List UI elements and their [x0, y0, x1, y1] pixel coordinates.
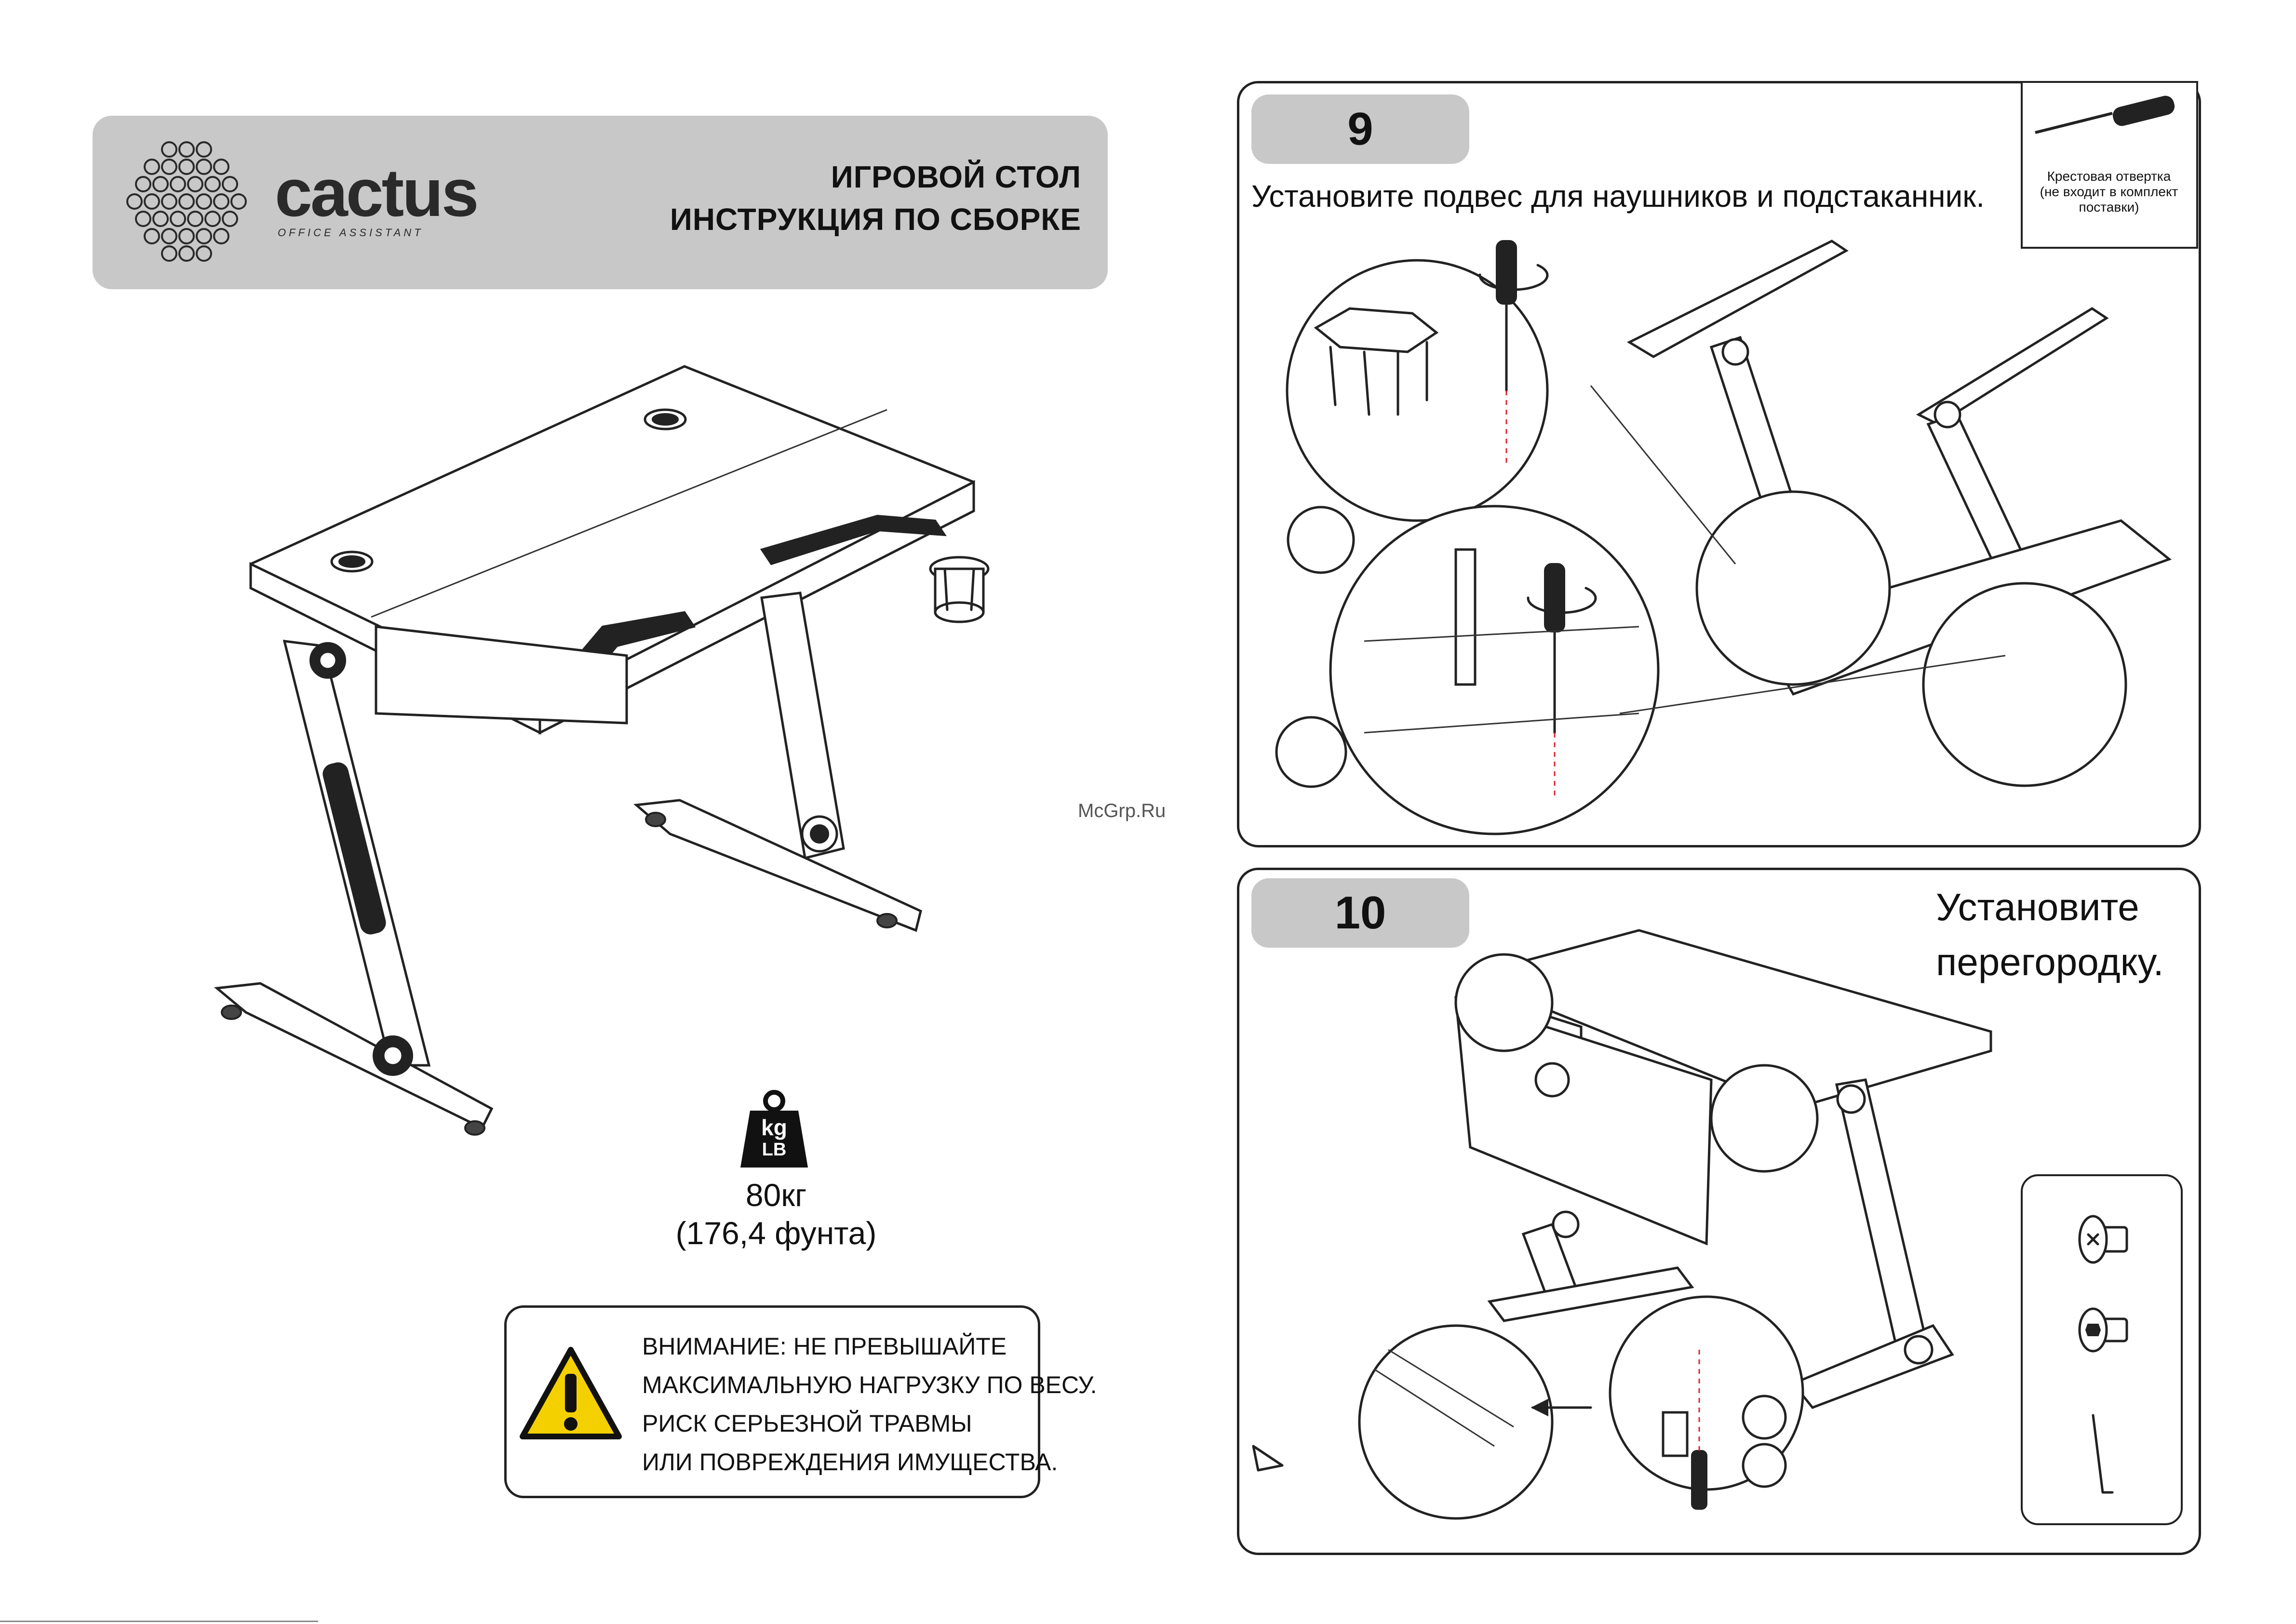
logo-dot — [161, 245, 177, 262]
logo-dot — [144, 159, 160, 175]
logo-dot — [161, 228, 177, 244]
logo-dot — [213, 193, 229, 210]
logo-dot — [187, 211, 203, 227]
logo-dot — [222, 176, 238, 192]
logo-dot — [230, 193, 247, 210]
logo-dot — [178, 228, 195, 244]
logo-dot — [161, 193, 177, 210]
step-10-badge: 10 — [1251, 878, 1469, 948]
logo-dot — [178, 193, 195, 210]
logo-dot — [196, 159, 212, 175]
watermark: McGrp.Ru — [1078, 800, 1166, 821]
weight-icon-label-bottom: LB — [762, 1140, 787, 1160]
footer-rule — [0, 1621, 318, 1622]
logo-dot — [170, 176, 186, 192]
warning-line-4: ИЛИ ПОВРЕЖДЕНИЯ ИМУЩЕСТВА. — [642, 1449, 1058, 1476]
logo-dot — [196, 141, 212, 158]
header-banner — [93, 116, 1108, 289]
logo-dot — [152, 176, 169, 192]
step-10-illustration — [1252, 929, 1992, 1520]
logo-dot — [178, 141, 195, 158]
logo-dot — [204, 211, 221, 227]
step-9-badge: 9 — [1251, 94, 1469, 164]
logo-dot — [196, 245, 212, 262]
step-10-instruction-line2: перегородку. — [1936, 940, 2164, 983]
step-10-instruction-line1: Установите — [1936, 886, 2139, 928]
weight-value-lb: (176,4 фунта) — [675, 1215, 877, 1251]
logo-dot — [161, 141, 177, 158]
logo-dot — [152, 211, 169, 227]
logo-dot — [135, 176, 151, 192]
parts-illustration — [2078, 1215, 2128, 1494]
step-9-illustration — [1275, 240, 2172, 835]
brand-name: cactus — [275, 155, 479, 230]
logo-dot — [196, 193, 212, 210]
page-title-line1: ИГРОВОЙ СТОЛ — [831, 160, 1081, 194]
logo-dot — [222, 211, 238, 227]
cactus-logo-icon — [126, 141, 247, 262]
logo-dot — [187, 176, 203, 192]
page-title-line2: ИНСТРУКЦИЯ ПО СБОРКЕ — [670, 202, 1081, 237]
weight-limit: 80кг (176,4 фунта) — [627, 1176, 926, 1252]
logo-dot — [170, 211, 186, 227]
weight-icon — [740, 1090, 808, 1168]
tool-description: Крестовая отвертка (не входит в комплект… — [2025, 169, 2193, 215]
warning-line-2: МАКСИМАЛЬНУЮ НАГРУЗКУ ПО ВЕСУ. — [642, 1371, 1097, 1398]
logo-dot — [213, 228, 229, 244]
warning-line-3: РИСК СЕРЬЕЗНОЙ ТРАВМЫ — [642, 1410, 972, 1437]
logo-dot — [178, 245, 195, 262]
desk-illustration — [214, 365, 990, 1136]
warning-triangle-icon — [520, 1347, 622, 1439]
tool-line-1: Крестовая отвертка — [2047, 169, 2171, 184]
screwdriver-icon — [2035, 95, 2175, 134]
warning-line-1: ВНИМАНИЕ: НЕ ПРЕВЫШАЙТЕ — [642, 1333, 1007, 1360]
weight-icon-label-top: kg — [761, 1115, 787, 1140]
step-9-instruction: Установите подвес для наушников и подста… — [1251, 179, 1985, 214]
brand-tagline: OFFICE ASSISTANT — [278, 227, 424, 239]
logo-dot — [144, 193, 160, 210]
logo-dot — [178, 159, 195, 175]
logo-dot — [126, 193, 143, 210]
logo-dot — [213, 159, 229, 175]
logo-dot — [196, 228, 212, 244]
weight-value-kg: 80кг — [745, 1177, 807, 1213]
logo-dot — [144, 228, 160, 244]
tool-line-3: поставки) — [2079, 200, 2139, 215]
logo-dot — [204, 176, 221, 192]
logo-dot — [161, 159, 177, 175]
tool-line-2: (не входит в комплект — [2040, 184, 2178, 200]
logo-dot — [135, 211, 151, 227]
